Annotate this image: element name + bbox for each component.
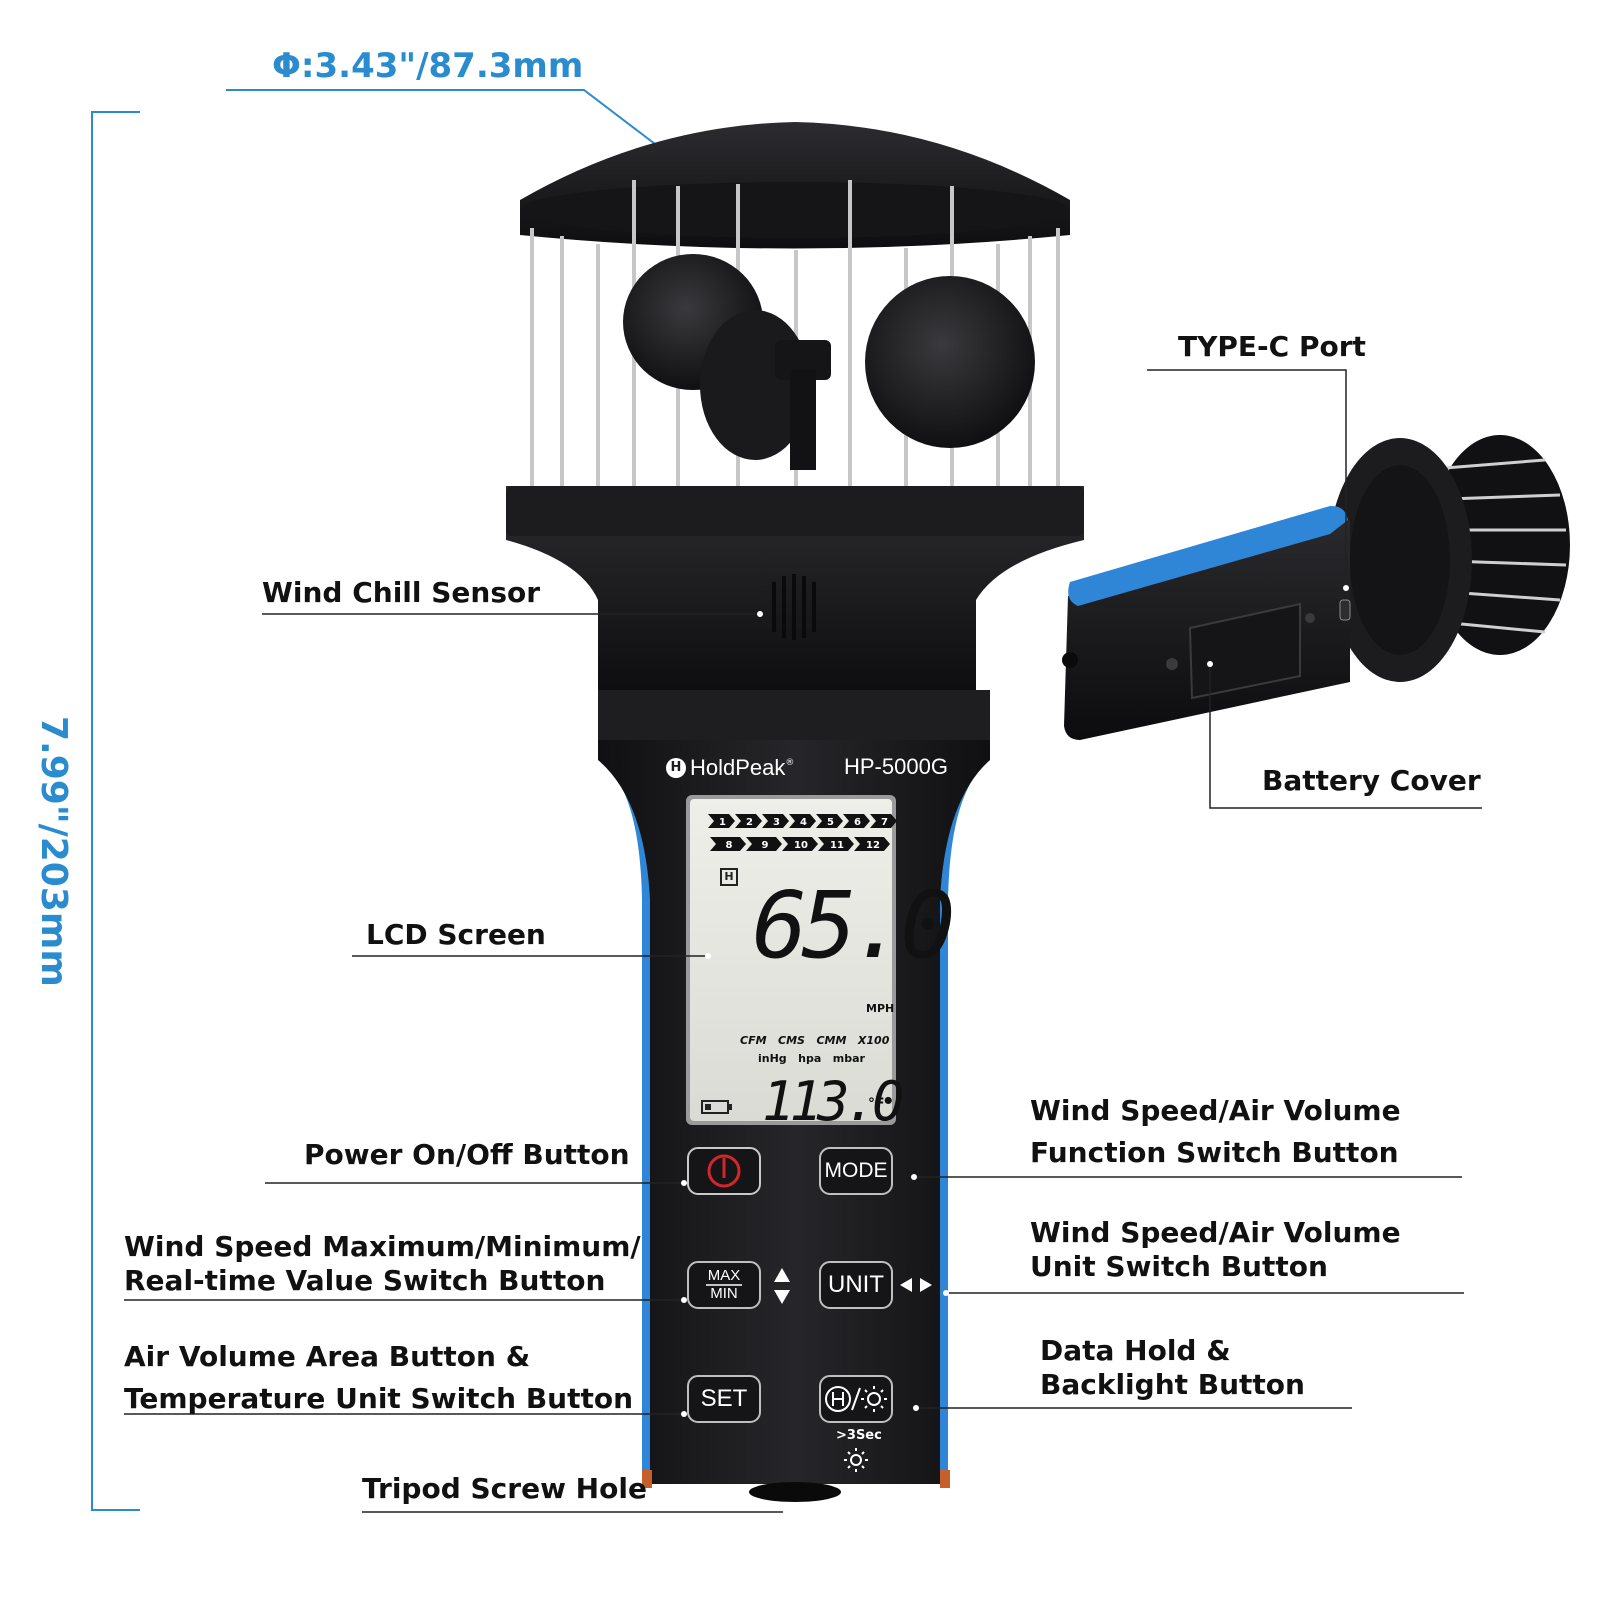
- lcd-main-value: 65.0: [752, 872, 956, 979]
- set-button[interactable]: SET: [688, 1376, 760, 1422]
- callout-unit-line2: Unit Switch Button: [1030, 1250, 1328, 1283]
- lcd-segment-label: 10: [794, 840, 808, 851]
- lcd-segment-label: 9: [762, 840, 769, 851]
- lcd-segment-label: 5: [827, 817, 834, 828]
- mode-button[interactable]: MODE: [820, 1148, 892, 1194]
- callout-mode-line1: Wind Speed/Air Volume: [1030, 1094, 1401, 1127]
- height-dimension: [91, 111, 140, 1511]
- callout-hold-line1: Data Hold &: [1040, 1334, 1231, 1367]
- callout-dots: [681, 585, 1349, 1515]
- backlight-sun-icon: [844, 1448, 868, 1472]
- lcd-segment-label: 2: [746, 817, 753, 828]
- lcd-segment-row-bottom: 8 9 10 11 12: [710, 837, 890, 851]
- lcd-segment-label: 7: [881, 817, 888, 828]
- callout-set-line1: Air Volume Area Button &: [124, 1340, 531, 1373]
- callout-unit-line1: Wind Speed/Air Volume: [1030, 1216, 1401, 1249]
- diameter-label: Φ:3.43"/87.3mm: [272, 46, 584, 86]
- lcd-segment-chevron: [746, 837, 782, 851]
- power-button[interactable]: [688, 1148, 760, 1194]
- lcd-volume-units: CFM CMS CMM X100: [740, 1034, 890, 1047]
- lcd-hold-indicator: H: [720, 868, 738, 886]
- lcd-pressure-units: inHg hpa mbar: [758, 1052, 865, 1065]
- diameter-leader: [226, 89, 683, 167]
- callout-power-button: Power On/Off Button: [304, 1138, 630, 1171]
- side-view-device: [1062, 435, 1570, 740]
- lcd-segment-label: 3: [773, 817, 780, 828]
- min-label: MIN: [710, 1285, 738, 1302]
- callout-mode-line2: Function Switch Button: [1030, 1136, 1399, 1169]
- callout-hold-line2: Backlight Button: [1040, 1368, 1305, 1401]
- battery-icon: [701, 1100, 732, 1114]
- callout-tripod-screw-hole: Tripod Screw Hole: [362, 1472, 647, 1505]
- lcd-segment-chevron: [870, 814, 897, 828]
- callout-set-line2: Temperature Unit Switch Button: [124, 1382, 634, 1415]
- callout-type-c-port: TYPE-C Port: [1178, 330, 1366, 363]
- brand-logo-icon: H: [666, 758, 686, 778]
- lcd-segment-chevron: [762, 814, 789, 828]
- registered-mark: ®: [785, 758, 795, 768]
- max-label: MAX: [707, 1267, 741, 1284]
- brand-row: H HoldPeak ®: [666, 755, 794, 781]
- callout-maxmin-line2: Real-time Value Switch Button: [124, 1264, 606, 1297]
- lcd-segment-label: 8: [726, 840, 733, 851]
- lcd-segment-chevron: [816, 814, 843, 828]
- hold-backlight-icon: [825, 1386, 887, 1412]
- callout-lines: [124, 369, 1482, 1513]
- lcd-segment-row-top: 1 2 3 4 5 6 7: [708, 814, 897, 828]
- lcd-segment-chevron: [735, 814, 762, 828]
- up-down-arrow-icon: [774, 1268, 790, 1304]
- lcd-secondary-unit: °F: [868, 1096, 885, 1112]
- power-icon: [707, 1154, 741, 1188]
- unit-button-label: UNIT: [828, 1271, 884, 1298]
- callout-maxmin-line1: Wind Speed Maximum/Minimum/: [124, 1230, 641, 1263]
- callout-wind-chill-sensor: Wind Chill Sensor: [262, 576, 541, 609]
- unit-button[interactable]: UNIT: [820, 1262, 892, 1308]
- lcd-segment-chevron: [710, 837, 746, 851]
- callout-battery-cover: Battery Cover: [1262, 764, 1481, 797]
- lcd-segment-chevron: [843, 814, 870, 828]
- hold-note: >3Sec: [836, 1428, 882, 1443]
- model-name: HP-5000G: [844, 754, 948, 779]
- lcd-secondary-value: 113.0: [762, 1070, 905, 1133]
- lcd-screen: [686, 795, 896, 1125]
- hold-backlight-button[interactable]: [820, 1376, 892, 1422]
- lcd-segment-label: 6: [854, 817, 861, 828]
- callout-lcd-screen: LCD Screen: [366, 918, 546, 951]
- lcd-segment-chevron: [854, 837, 890, 851]
- lcd-segment-chevron: [789, 814, 816, 828]
- lcd-segment-label: 4: [800, 817, 807, 828]
- sensor-head: [506, 122, 1084, 690]
- max-min-button[interactable]: MAX MIN: [688, 1262, 760, 1308]
- lcd-segment-label: 12: [866, 840, 880, 851]
- brand-name: HoldPeak: [690, 755, 786, 780]
- lcd-segment-chevron: [782, 837, 818, 851]
- lcd-segment-chevron: [708, 814, 735, 828]
- lcd-main-unit: MPH: [866, 1002, 895, 1015]
- lcd-segment-chevron: [818, 837, 854, 851]
- mode-button-label: MODE: [824, 1159, 888, 1182]
- height-label: 7.99"/203mm: [33, 716, 74, 987]
- left-right-arrow-icon: [900, 1278, 932, 1292]
- lcd-segment-label: 11: [830, 840, 844, 851]
- set-button-label: SET: [700, 1385, 748, 1412]
- lcd-segment-label: 1: [719, 817, 726, 828]
